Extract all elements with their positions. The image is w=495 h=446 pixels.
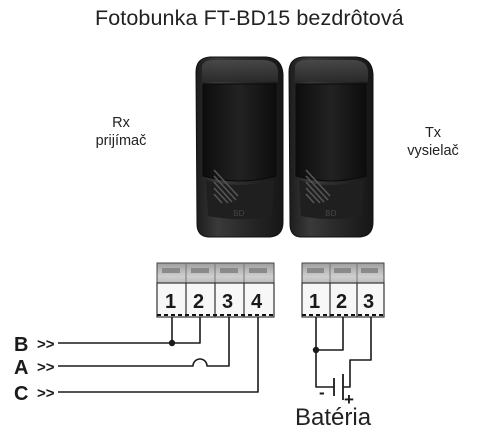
tx-terminal-1: 1: [309, 291, 320, 313]
input-a-arrow: >>: [37, 359, 55, 376]
tx-wiring: [315, 317, 372, 388]
wire-a: [58, 317, 230, 367]
rx-wiring: [58, 317, 259, 393]
battery-label: Batéria: [295, 404, 372, 431]
tx-terminal-block: 1 2 3: [301, 262, 385, 318]
battery-plus: +: [344, 390, 354, 409]
tx-label: Tx vysielač: [388, 124, 478, 160]
junction-dot-b: [168, 339, 176, 347]
rx-ribs: [213, 169, 239, 204]
tx-ribs: [305, 169, 331, 204]
tx-label-line2: vysielač: [407, 143, 459, 159]
battery-minus: -: [319, 383, 325, 402]
input-b-arrow: >>: [37, 336, 55, 353]
input-b: B >>: [14, 334, 55, 356]
input-c-arrow: >>: [37, 385, 55, 402]
rx-label-line2: prijímač: [95, 133, 147, 149]
rx-terminal-3: 3: [222, 291, 233, 313]
input-a: A >>: [14, 357, 55, 379]
tx-terminal-3: 3: [363, 291, 374, 313]
rx-label-line1: Rx: [112, 115, 130, 131]
wire-tx-3-visible: [343, 317, 372, 388]
diagram-title: Fotobunka FT-BD15 bezdrôtová: [95, 6, 404, 30]
wire-2-to-b: [172, 317, 201, 344]
input-b-letter: B: [14, 334, 28, 356]
tx-device: BD: [288, 56, 374, 238]
rx-terminal-2: 2: [193, 291, 204, 313]
tx-label-line1: Tx: [424, 125, 442, 141]
input-a-letter: A: [14, 357, 28, 379]
wire-tx-2: [316, 317, 344, 351]
rx-terminal-block: 1 2 3 4: [156, 262, 275, 318]
wire-tx-1: [315, 317, 334, 388]
junction-dot-tx: [312, 346, 320, 354]
tx-logo-mark: BD: [325, 209, 337, 218]
rx-terminal-4: 4: [251, 291, 263, 313]
wire-c: [58, 317, 259, 393]
input-c: C >>: [14, 383, 55, 405]
rx-device: BD: [195, 56, 284, 238]
rx-logo-mark: BD: [233, 209, 245, 218]
input-c-letter: C: [14, 383, 28, 405]
wire-b: [58, 317, 173, 344]
tx-terminal-2: 2: [336, 291, 347, 313]
rx-terminal-1: 1: [165, 291, 176, 313]
battery-symbol: - +: [319, 374, 354, 409]
rx-label: Rx prijímač: [76, 114, 166, 150]
